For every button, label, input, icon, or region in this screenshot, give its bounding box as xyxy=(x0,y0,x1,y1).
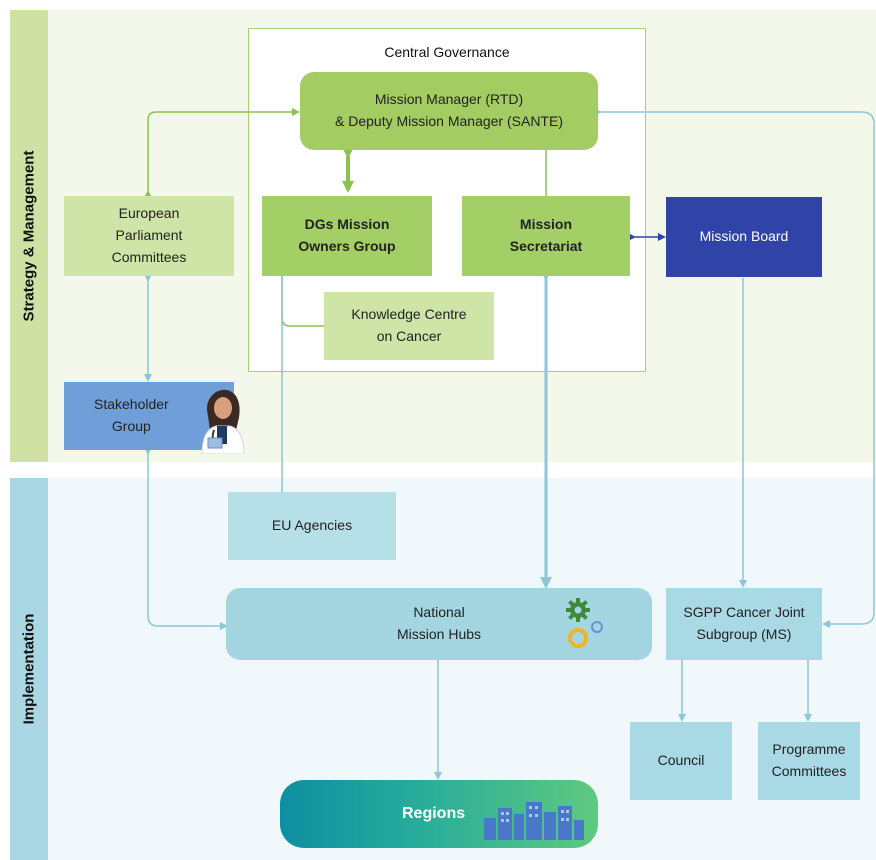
knowledge-line-1: Knowledge Centre xyxy=(351,306,467,323)
council-label: Council xyxy=(657,752,705,769)
programme-line-1: Programme xyxy=(772,741,846,758)
secretariat-line-1: Mission xyxy=(519,216,573,233)
european-parliament-box: European Parliament Committees xyxy=(64,196,234,276)
mission-board-box: Mission Board xyxy=(666,197,822,277)
hubs-line-1: National xyxy=(413,604,465,621)
council-box: Council xyxy=(630,722,732,800)
gears-icon xyxy=(566,598,603,648)
regions-label: Regions xyxy=(402,804,466,822)
doctor-icon xyxy=(201,389,245,454)
central-governance-title: Central Governance xyxy=(384,44,510,60)
stakeholder-line-2: Group xyxy=(111,418,151,434)
eu-agencies-box: EU Agencies xyxy=(228,492,396,560)
knowledge-centre-box: Knowledge Centre on Cancer xyxy=(324,292,494,360)
mission-manager-box: Mission Manager (RTD) & Deputy Mission M… xyxy=(300,72,598,150)
parliament-line-3: Committees xyxy=(111,248,187,265)
city-buildings-icon xyxy=(484,802,584,840)
programme-line-2: Committees xyxy=(771,763,847,779)
connector-manager-sgpp xyxy=(594,108,875,628)
parliament-line-1: European xyxy=(118,205,180,222)
sgpp-line-1: SGPP Cancer Joint xyxy=(683,604,805,621)
knowledge-line-2: on Cancer xyxy=(376,328,442,344)
connector-parliament-manager xyxy=(144,108,300,198)
hubs-line-2: Mission Hubs xyxy=(396,626,482,642)
implementation-side-label: Implementation xyxy=(10,478,48,860)
dgs-mission-owners-box: DGs Mission Owners Group xyxy=(262,196,432,276)
strategy-management-side-label: Strategy & Management xyxy=(10,10,48,462)
sgpp-subgroup-box: SGPP Cancer Joint Subgroup (MS) xyxy=(666,588,822,660)
connector-dgs-knowledge xyxy=(281,276,324,327)
mission-board-label: Mission Board xyxy=(699,228,789,245)
stakeholder-line-1: Stakeholder xyxy=(94,396,169,413)
dgs-line-1: DGs Mission xyxy=(304,216,390,233)
programme-committees-box: Programme Committees xyxy=(758,722,860,800)
mission-manager-line-2: & Deputy Mission Manager (SANTE) xyxy=(335,113,563,129)
dgs-line-2: Owners Group xyxy=(298,238,396,254)
connector-stakeholder-hubs xyxy=(144,447,228,630)
mission-manager-line-1: Mission Manager (RTD) xyxy=(374,91,524,108)
sgpp-line-2: Subgroup (MS) xyxy=(696,626,792,642)
secretariat-line-2: Secretariat xyxy=(509,238,583,254)
national-mission-hubs-box: National Mission Hubs xyxy=(226,588,652,660)
mission-secretariat-box: Mission Secretariat xyxy=(462,196,630,276)
parliament-line-2: Parliament xyxy=(115,227,183,244)
eu-agencies-label: EU Agencies xyxy=(271,517,353,534)
